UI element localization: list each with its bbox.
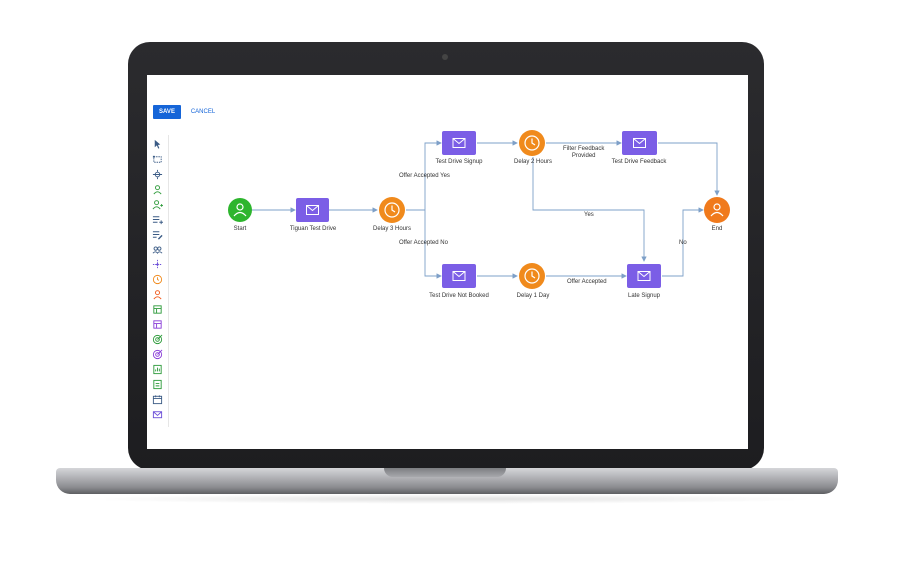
laptop-shadow	[80, 494, 820, 504]
test-drive-not-booked-node[interactable]	[442, 264, 476, 288]
delay-1-day-node[interactable]	[519, 263, 545, 289]
delay2-label: Delay 2 Hours	[513, 159, 553, 165]
contact-add-icon[interactable]	[152, 199, 163, 210]
end-label: End	[711, 226, 723, 232]
edge-label-offer-no: Offer Accepted No	[399, 240, 448, 246]
flow-canvas[interactable]: Start Tiguan Test Drive Delay 3 Hours Te…	[147, 75, 748, 449]
select-region-icon[interactable]	[152, 154, 163, 165]
test-drive-signup-node[interactable]	[442, 131, 476, 155]
calendar-icon[interactable]	[152, 394, 163, 405]
test-drive-feedback-node[interactable]	[622, 131, 657, 155]
end-node[interactable]	[704, 197, 730, 223]
edge-late-end	[662, 207, 704, 277]
edge-label-offer-accepted: Offer Accepted	[567, 279, 607, 285]
target-green-icon[interactable]	[152, 334, 163, 345]
start-label: Start	[233, 226, 247, 232]
cancel-button[interactable]: CANCEL	[190, 109, 216, 115]
toolbox	[148, 135, 169, 427]
delay1d-label: Delay 1 Day	[516, 293, 550, 299]
pointer-icon[interactable]	[152, 139, 163, 150]
report-alt-icon[interactable]	[152, 379, 163, 390]
delay-2-hours-node[interactable]	[519, 130, 545, 156]
timer-icon[interactable]	[152, 274, 163, 285]
list-add-icon[interactable]	[152, 214, 163, 225]
camera	[442, 54, 448, 60]
edge-split-signup	[424, 140, 442, 210]
edge-label-filter-feedback: Filter Feedback Provided	[563, 146, 604, 160]
late-label: Late Signup	[627, 293, 661, 299]
start-node[interactable]	[228, 198, 252, 222]
edge-label-yes: Yes	[584, 212, 594, 218]
mail-icon[interactable]	[152, 409, 163, 420]
end-user-icon[interactable]	[152, 289, 163, 300]
save-button[interactable]: SAVE	[153, 105, 181, 119]
app-screen: SAVE CANCEL	[147, 75, 748, 449]
report-green-icon[interactable]	[152, 364, 163, 375]
group-icon[interactable]	[152, 244, 163, 255]
late-signup-node[interactable]	[627, 264, 661, 288]
target-purple-icon[interactable]	[152, 349, 163, 360]
data-purple-icon[interactable]	[152, 319, 163, 330]
contact-icon[interactable]	[152, 184, 163, 195]
flow-connectors	[228, 130, 730, 289]
move-icon[interactable]	[152, 169, 163, 180]
feedback-label: Test Drive Feedback	[611, 159, 667, 165]
edge-label-offer-yes: Offer Accepted Yes	[399, 173, 450, 179]
delay3-label: Delay 3 Hours	[372, 226, 412, 232]
laptop-notch	[384, 468, 506, 477]
split-icon[interactable]	[152, 259, 163, 270]
tiguan-label: Tiguan Test Drive	[289, 226, 337, 232]
edge-split-notbooked	[424, 210, 442, 279]
edge-label-filter-feedback-line2: Provided	[571, 153, 596, 159]
signup-label: Test Drive Signup	[435, 159, 483, 165]
delay-3-hours-node[interactable]	[379, 197, 405, 223]
edge-feedback-end	[658, 142, 720, 196]
edge-label-filter-feedback-line1: Filter Feedback	[563, 146, 605, 152]
notbooked-label: Test Drive Not Booked	[429, 293, 489, 299]
tiguan-email-node[interactable]	[296, 198, 329, 222]
edge-delay2-late	[532, 157, 647, 262]
data-green-icon[interactable]	[152, 304, 163, 315]
list-edit-icon[interactable]	[152, 229, 163, 240]
edge-label-no: No	[679, 240, 687, 246]
